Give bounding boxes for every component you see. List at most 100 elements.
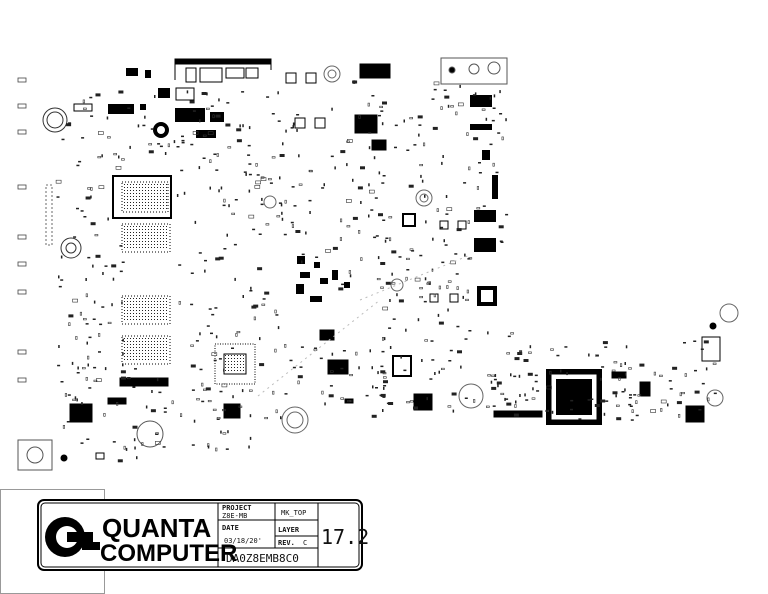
bga-ball <box>145 307 146 308</box>
left-edge-components <box>17 77 53 383</box>
passive-component <box>118 155 120 159</box>
bga-ball <box>136 199 137 200</box>
bga-ball <box>139 307 140 308</box>
bga-ball <box>136 229 137 230</box>
passive-component <box>331 107 333 111</box>
passive-component <box>248 126 251 130</box>
bga-ball <box>136 235 137 236</box>
passive-component <box>193 419 196 423</box>
passive-component <box>527 372 533 376</box>
passive-component <box>232 395 234 399</box>
bga-ball <box>231 370 232 371</box>
passive-component <box>289 359 293 362</box>
bga-ball <box>130 187 131 188</box>
passive-component <box>497 132 501 134</box>
project-label: PROJECT <box>222 504 252 512</box>
bga-ball <box>124 187 125 188</box>
passive-component <box>506 352 511 355</box>
bga-ball <box>166 359 167 360</box>
passive-component <box>481 108 486 111</box>
bga-ball <box>151 350 152 351</box>
bga-ball <box>127 202 128 203</box>
bga-ball <box>139 205 140 206</box>
passive-component <box>119 270 123 273</box>
left-mounting-hole <box>42 107 68 133</box>
bga-ball <box>148 304 149 305</box>
passive-component <box>117 459 123 463</box>
passive-component <box>493 378 497 381</box>
passive-component <box>330 155 334 158</box>
bga-ball <box>136 208 137 209</box>
bga-ball <box>157 310 158 311</box>
bga-ball <box>133 353 134 354</box>
passive-component <box>466 132 469 136</box>
passive-component <box>368 214 370 218</box>
bga-ball <box>166 229 167 230</box>
passive-component <box>205 387 211 391</box>
bga-ball <box>124 350 125 351</box>
passive-component <box>281 211 283 215</box>
bga-ball <box>130 350 131 351</box>
bga-ball <box>136 304 137 305</box>
bga-ball <box>130 208 131 209</box>
bga-ball <box>163 313 164 314</box>
passive-component <box>447 405 452 408</box>
bga-ball <box>127 235 128 236</box>
bga-ball <box>133 196 134 197</box>
bga-ball <box>136 205 137 206</box>
passive-component <box>76 372 80 374</box>
bga-ball <box>127 313 128 314</box>
bga-ball <box>124 298 125 299</box>
passive-component <box>631 409 634 414</box>
passive-component <box>694 390 700 394</box>
bga-ball <box>166 313 167 314</box>
passive-component <box>145 405 148 409</box>
bga-ball <box>225 367 226 368</box>
passive-component <box>216 418 220 420</box>
passive-component <box>358 115 361 119</box>
bga-ball <box>231 367 232 368</box>
passive-component <box>88 336 92 339</box>
bga-ball <box>166 193 167 194</box>
passive-component <box>549 370 552 375</box>
passive-component <box>192 131 199 135</box>
passive-component <box>228 204 230 208</box>
passive-component <box>85 278 87 281</box>
controller-ic-small <box>477 286 497 306</box>
passive-component <box>683 342 686 344</box>
bga-ball <box>136 247 137 248</box>
bga-ball <box>124 244 125 245</box>
bga-ball <box>160 208 161 209</box>
bga-ball <box>130 202 131 203</box>
bga-ball <box>148 353 149 354</box>
passive-component <box>684 373 687 377</box>
passive-component <box>90 222 96 226</box>
bga-ball <box>136 347 137 348</box>
passive-component <box>672 366 678 370</box>
top-connector <box>174 58 272 83</box>
passive-component <box>478 172 482 174</box>
passive-component <box>255 163 258 167</box>
bga-ball <box>154 304 155 305</box>
passive-component <box>459 84 461 88</box>
bga-ball <box>163 199 164 200</box>
bga-ball <box>136 356 137 357</box>
bga-ball <box>157 304 158 305</box>
bga-ball <box>151 235 152 236</box>
bga-ball <box>142 244 143 245</box>
passive-component <box>628 367 632 370</box>
bga-ball <box>157 226 158 227</box>
bga-ball <box>133 344 134 345</box>
bga-ball <box>130 199 131 200</box>
bga-ball <box>160 235 161 236</box>
bga-ball <box>163 319 164 320</box>
bga-ball <box>142 235 143 236</box>
bga-ball <box>166 341 167 342</box>
bga-ball <box>133 202 134 203</box>
passive-component <box>391 272 393 276</box>
passive-component <box>150 409 156 413</box>
passive-component <box>300 346 304 348</box>
passive-component <box>676 401 682 405</box>
logo-line-1: QUANTA <box>102 513 212 543</box>
passive-component <box>383 337 386 341</box>
